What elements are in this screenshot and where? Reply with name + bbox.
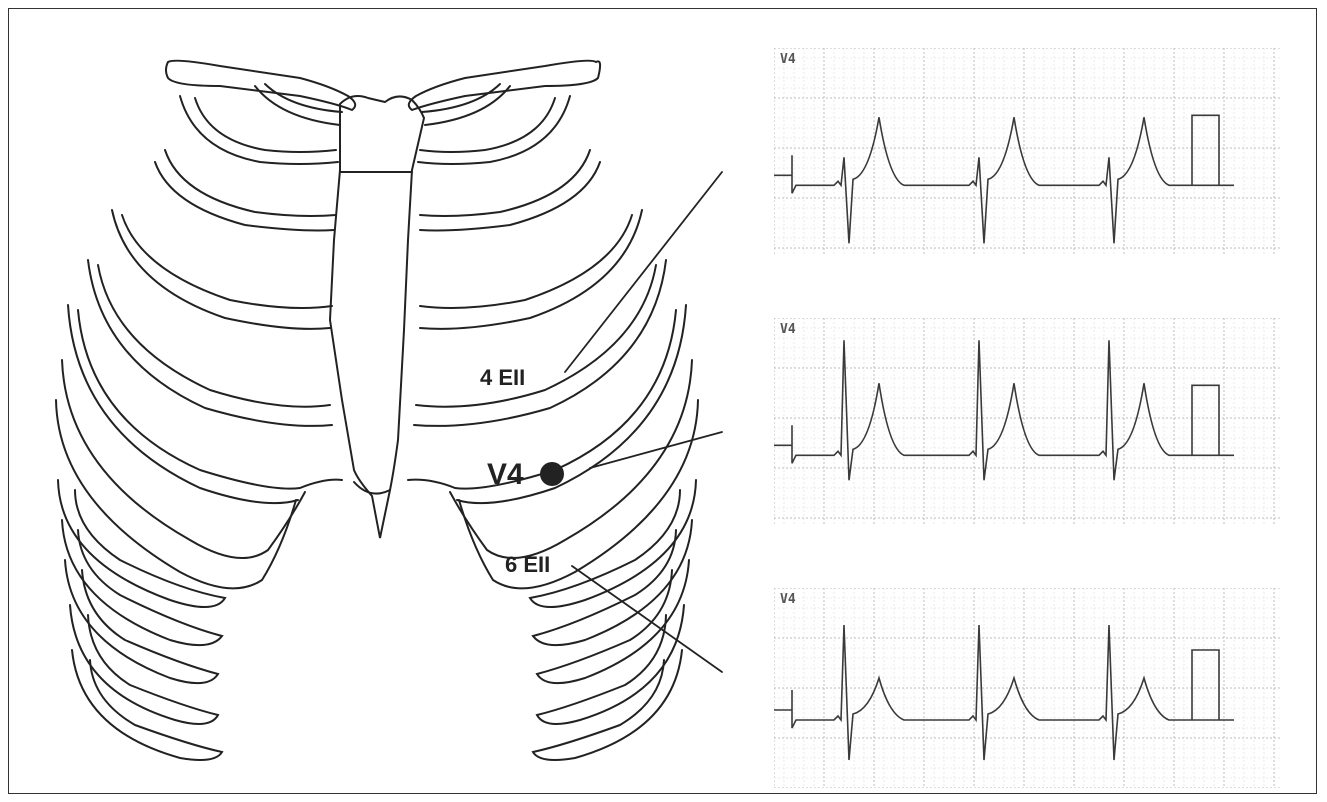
sternum — [330, 96, 424, 538]
ecg-panel-middle: V4 — [774, 318, 1280, 526]
chest-rib-cage-drawing — [0, 0, 760, 802]
pointer-line-top — [565, 172, 722, 372]
v4-electrode-dot — [540, 462, 564, 486]
ecg-strip-middle — [774, 318, 1280, 526]
right-clavicle — [409, 61, 600, 110]
label-4-intercostal: 4 EII — [480, 365, 525, 391]
ecg-strip-bottom — [774, 588, 1280, 788]
ecg-lead-label-middle: V4 — [780, 322, 796, 337]
pointer-line-bottom — [572, 566, 722, 672]
ecg-panel-bottom: V4 — [774, 588, 1280, 788]
ecg-strip-top — [774, 48, 1280, 256]
left-clavicle — [166, 61, 355, 110]
ecg-lead-label-bottom: V4 — [780, 592, 796, 607]
ecg-panel-top: V4 — [774, 48, 1280, 256]
label-6-intercostal: 6 EII — [505, 552, 550, 578]
label-v4-electrode: V4 — [487, 458, 524, 492]
ecg-lead-label-top: V4 — [780, 52, 796, 67]
